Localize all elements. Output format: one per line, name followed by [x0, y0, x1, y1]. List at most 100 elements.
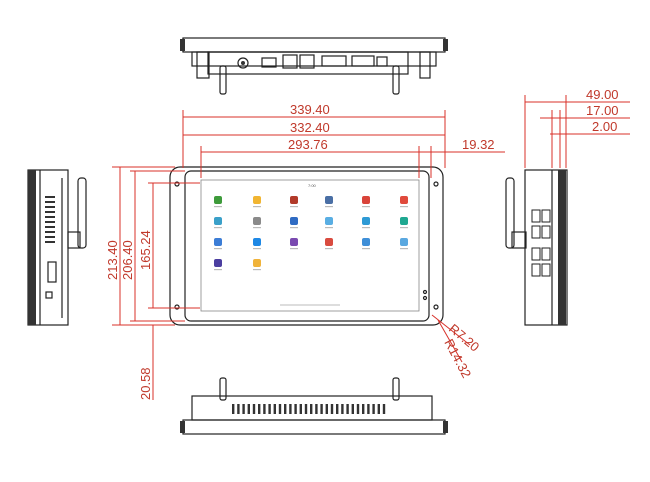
vent-slot — [362, 404, 365, 414]
side-port — [541, 247, 551, 261]
app-icon — [253, 259, 261, 267]
side-port — [531, 225, 541, 239]
vent-slot — [336, 404, 339, 414]
vent-slot — [284, 404, 287, 414]
app-icon — [290, 217, 298, 225]
side-port — [541, 225, 551, 239]
app-label-mark — [214, 269, 222, 271]
left-side-view — [27, 169, 87, 326]
vent-slot — [45, 236, 55, 238]
app-label-mark — [325, 227, 333, 229]
app-label-mark — [400, 248, 408, 250]
app-icon — [325, 217, 333, 225]
app-icon — [290, 238, 298, 246]
dim-depth-body: 17.00 — [586, 103, 619, 118]
vent-slot — [45, 226, 55, 228]
vent-slot — [304, 404, 308, 414]
app-icon — [325, 238, 333, 246]
vent-slot — [237, 404, 240, 414]
right-side-view — [505, 169, 568, 326]
vent-slot — [268, 404, 271, 414]
vent-slot — [377, 404, 380, 414]
dim-edge-offset: 19.32 — [462, 137, 495, 152]
app-label-mark — [214, 227, 222, 229]
app-label-mark — [214, 248, 222, 250]
vent-slot — [45, 201, 55, 203]
app-icon — [214, 217, 222, 225]
vent-slot — [356, 404, 360, 414]
app-label-mark — [253, 206, 261, 208]
app-label-mark — [253, 227, 261, 229]
vent-slot — [45, 221, 55, 223]
app-icon — [400, 238, 408, 246]
dim-screen-height: 165.24 — [138, 230, 153, 270]
app-icon — [400, 217, 408, 225]
vent-slot — [310, 404, 313, 414]
dim-screen-width: 293.76 — [288, 137, 328, 152]
app-label-mark — [362, 206, 370, 208]
dim-bottom-offset: 20.58 — [138, 367, 153, 400]
vent-slot — [258, 404, 261, 414]
screen-area — [200, 179, 420, 312]
vent-slot — [341, 404, 344, 414]
dimension-lines — [112, 95, 630, 400]
vent-slot — [252, 404, 256, 414]
vent-slot — [351, 404, 354, 414]
app-icon — [214, 196, 222, 204]
front-view: 7:00 — [169, 166, 444, 326]
dim-depth-total: 49.00 — [586, 87, 619, 102]
vent-slot — [45, 196, 55, 198]
status-clock: 7:00 — [308, 183, 317, 188]
app-label-mark — [214, 206, 222, 208]
vent-slot — [232, 404, 235, 414]
side-port — [531, 263, 541, 277]
app-label-mark — [400, 227, 408, 229]
dim-overall-width: 339.40 — [290, 102, 330, 117]
vent-slot — [242, 404, 245, 414]
dim-depth-bezel: 2.00 — [592, 119, 617, 134]
app-icon — [362, 238, 370, 246]
app-icon — [362, 196, 370, 204]
dim-bezel-width: 332.40 — [290, 120, 330, 135]
vent-slot — [330, 404, 334, 414]
app-label-mark — [362, 227, 370, 229]
vent-slot — [45, 231, 55, 233]
app-icon — [290, 196, 298, 204]
vent-slot — [346, 404, 349, 414]
side-port — [541, 209, 551, 223]
vent-slot — [325, 404, 328, 414]
app-icon — [253, 217, 261, 225]
app-label-mark — [253, 269, 261, 271]
vent-slot — [273, 404, 276, 414]
app-icon — [253, 196, 261, 204]
side-port — [531, 209, 541, 223]
app-label-mark — [290, 227, 298, 229]
vent-slot — [247, 404, 250, 414]
vent-slot — [45, 216, 55, 218]
side-port — [541, 263, 551, 277]
app-label-mark — [362, 248, 370, 250]
bottom-view — [180, 377, 448, 435]
side-port — [531, 247, 541, 261]
app-label-mark — [325, 206, 333, 208]
top-view — [180, 37, 448, 95]
app-icon — [362, 217, 370, 225]
vent-slot — [315, 404, 318, 414]
vent-slot — [45, 211, 55, 213]
dim-bezel-height: 206.40 — [120, 240, 135, 280]
app-icon — [253, 238, 261, 246]
vent-slot — [299, 404, 302, 414]
vent-slot — [45, 241, 55, 243]
app-icon — [400, 196, 408, 204]
app-icon — [214, 238, 222, 246]
app-label-mark — [253, 248, 261, 250]
vent-slot — [289, 404, 292, 414]
app-icon — [214, 259, 222, 267]
vent-slot — [372, 404, 375, 414]
vent-slot — [263, 404, 266, 414]
vent-slot — [367, 404, 370, 414]
app-label-mark — [325, 248, 333, 250]
app-label-mark — [400, 206, 408, 208]
vent-slot — [45, 206, 55, 208]
